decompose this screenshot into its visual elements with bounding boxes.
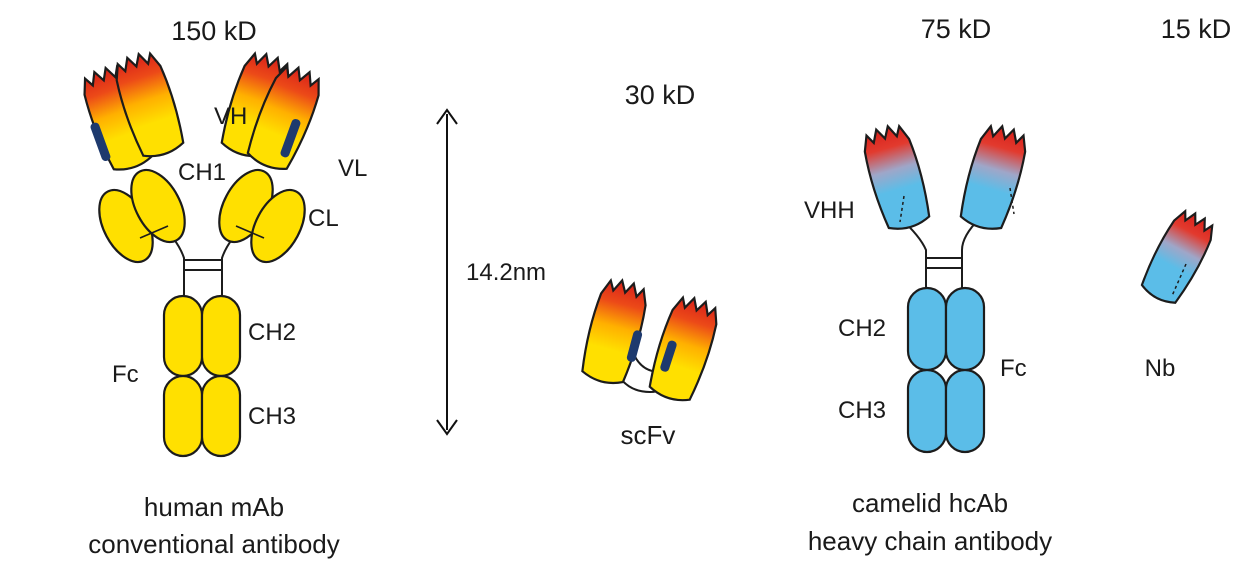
- ch1-label: CH1: [178, 159, 226, 186]
- hcab-ch3-label: CH3: [838, 397, 886, 424]
- hcab-ch3-domain-left: [908, 370, 946, 452]
- hcab-hinge: [900, 218, 980, 292]
- size-label: 14.2nm: [466, 259, 546, 286]
- cl-label: CL: [308, 205, 339, 232]
- mab-ch3-label: CH3: [248, 403, 296, 430]
- nanobody-group: 15 kD Nb: [1137, 14, 1231, 382]
- hcab-ch2-domain-left: [908, 288, 946, 370]
- mab-caption-line1: human mAb: [144, 492, 284, 522]
- mab-fc-label: Fc: [112, 361, 139, 388]
- hcab-caption-line1: camelid hcAb: [852, 488, 1008, 518]
- hcab-ch2-domain-right: [946, 288, 984, 370]
- mab-ch3-domain-right: [202, 376, 240, 456]
- mab-ch3-domain-left: [164, 376, 202, 456]
- vhh-domain-right: [956, 121, 1032, 234]
- hcab-weight-label: 75 kD: [921, 14, 992, 44]
- human-mab-group: 150 kD VH VL CH1 CL CH2 CH3 Fc human mAb…: [77, 16, 367, 559]
- nb-label: Nb: [1145, 355, 1176, 382]
- vhh-domain-left: [858, 121, 934, 234]
- scfv-label: scFv: [621, 420, 676, 450]
- hcab-ch2-label: CH2: [838, 315, 886, 342]
- nanobody-domain: [1137, 206, 1220, 309]
- mab-weight-label: 150 kD: [171, 16, 257, 46]
- hcab-ch3-domain-right: [946, 370, 984, 452]
- hcab-caption-line2: heavy chain antibody: [808, 526, 1052, 556]
- scfv-weight-label: 30 kD: [625, 80, 696, 110]
- mab-ch2-domain-left: [164, 296, 202, 376]
- mab-right-fab: [208, 48, 327, 270]
- mab-ch2-label: CH2: [248, 319, 296, 346]
- mab-ch2-domain-right: [202, 296, 240, 376]
- scfv-group: 30 kD scFv: [578, 80, 724, 450]
- scale-bar: 14.2nm: [437, 110, 546, 434]
- vl-label: VL: [338, 155, 367, 182]
- vhh-label: VHH: [804, 197, 855, 224]
- camelid-hcab-group: 75 kD VHH CH2 CH3 Fc camelid hcAb heavy …: [804, 14, 1052, 556]
- mab-caption-line2: conventional antibody: [88, 529, 340, 559]
- scfv-vl-domain: [645, 292, 724, 405]
- mab-fc-region: [164, 296, 240, 456]
- nb-weight-label: 15 kD: [1161, 14, 1232, 44]
- hcab-fc-region: [908, 288, 984, 452]
- vh-label: VH: [214, 103, 247, 130]
- hcab-fc-label: Fc: [1000, 355, 1027, 382]
